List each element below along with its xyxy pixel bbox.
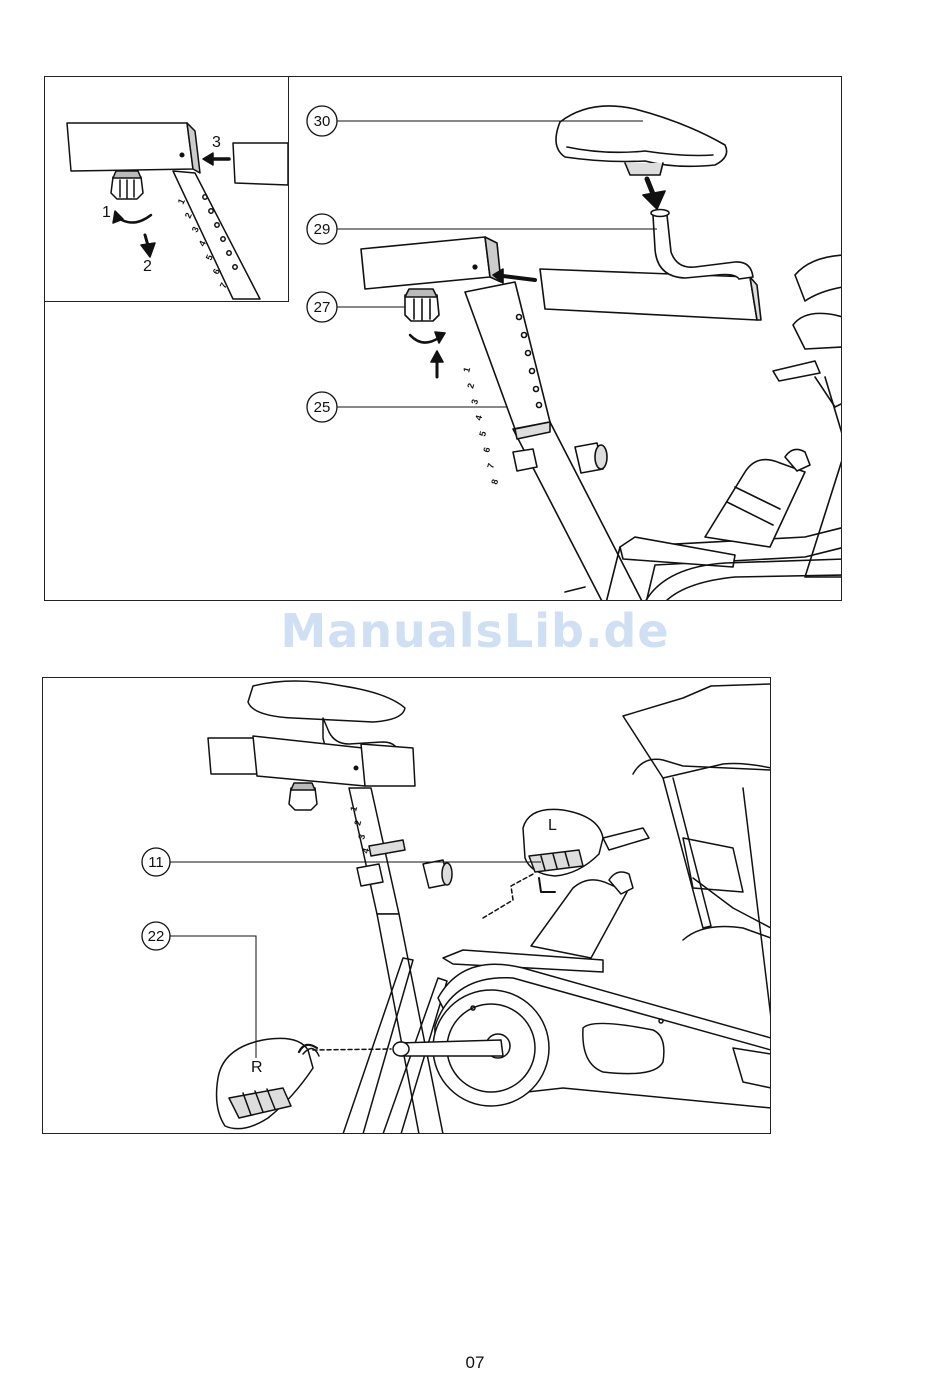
scale-mark: 7 bbox=[485, 462, 496, 469]
part-callout-30: 30 bbox=[307, 106, 337, 136]
knob-detail-drawing: 1 2 3 4 5 6 7 1 2 3 bbox=[45, 77, 288, 301]
step-label-1: 1 bbox=[102, 204, 111, 221]
scale-mark: 8 bbox=[489, 478, 500, 485]
assembly-figure-seat: 1 2 3 4 5 6 7 8 30 29 27 25 bbox=[44, 76, 842, 601]
part-callout-22: 22 bbox=[142, 922, 170, 950]
height-scale: 1 2 3 4 5 6 7 8 bbox=[461, 366, 500, 485]
left-pedal-label: L bbox=[548, 817, 557, 834]
pedal-assembly-drawing: 1 2 3 4 L R 11 22 bbox=[43, 678, 771, 1134]
right-pedal-label: R bbox=[251, 1059, 263, 1076]
detail-inset: 1 2 3 4 5 6 7 1 2 3 bbox=[45, 77, 289, 302]
assembly-figure-pedals: 1 2 3 4 L R 11 22 bbox=[42, 677, 771, 1134]
scale-mark: 1 bbox=[461, 366, 472, 373]
page-number: 07 bbox=[0, 1353, 950, 1373]
part-callout-25: 25 bbox=[307, 392, 337, 422]
svg-text:29: 29 bbox=[314, 221, 331, 238]
svg-text:27: 27 bbox=[314, 299, 331, 316]
step-label-2: 2 bbox=[143, 258, 152, 275]
scale-mark: 5 bbox=[477, 430, 488, 437]
part-callout-29: 29 bbox=[307, 214, 337, 244]
step-label-3: 3 bbox=[212, 134, 221, 151]
scale-mark: 2 bbox=[465, 382, 476, 389]
svg-text:22: 22 bbox=[148, 928, 165, 945]
part-callout-11: 11 bbox=[142, 848, 170, 876]
scale-mark: 3 bbox=[469, 398, 480, 405]
scale-mark: 6 bbox=[481, 446, 492, 453]
scale-mark: 4 bbox=[473, 414, 484, 421]
svg-text:25: 25 bbox=[314, 399, 331, 416]
svg-text:11: 11 bbox=[148, 854, 164, 871]
watermark: ManualsLib.de bbox=[0, 604, 950, 658]
svg-text:30: 30 bbox=[314, 113, 331, 130]
part-callout-27: 27 bbox=[307, 292, 337, 322]
